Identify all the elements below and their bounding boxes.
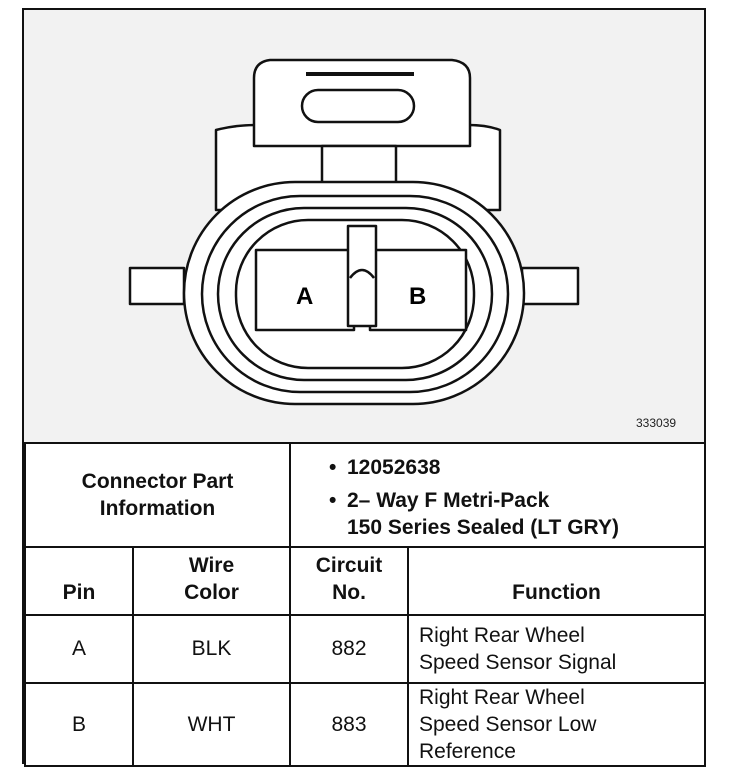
part-number-line: • 12052638 <box>329 454 704 481</box>
row-b-pin: B <box>24 682 134 767</box>
part-desc-2: 150 Series Sealed (LT GRY) <box>347 516 619 539</box>
col-header-wire-1: Wire <box>188 554 235 577</box>
connector-diagram-frame: A B 333039 Connector Part Information • … <box>22 8 707 767</box>
part-info-label: Connector Part Information <box>24 442 291 548</box>
connector-illustration: A B 333039 <box>24 10 704 442</box>
col-header-function: Function <box>406 546 707 616</box>
row-b-wire: WHT <box>132 682 291 767</box>
connector-drawing: A B <box>128 58 580 406</box>
row-a-function-2: Speed Sensor Signal <box>419 651 617 674</box>
pinout-table: Connector Part Information • 12052638 • … <box>24 442 707 767</box>
col-header-pin: Pin <box>24 546 134 616</box>
part-info-label-line1: Connector Part <box>81 470 234 493</box>
seal-ring-3 <box>234 218 476 370</box>
row-a-pin: A <box>24 614 134 684</box>
cavity-a <box>254 248 356 332</box>
column-header-row: Pin Wire Color Circuit No. Function <box>24 546 707 616</box>
seal-ring-2 <box>216 206 494 382</box>
cavity-b <box>368 248 468 332</box>
col-header-circuit-1: Circuit <box>315 554 383 577</box>
row-b-circuit: 883 <box>289 682 409 767</box>
row-b-function-3: Reference <box>419 740 516 763</box>
part-desc-line1: • 2– Way F Metri-Pack <box>329 487 704 514</box>
table-row: A BLK 882 Right Rear Wheel Speed Sensor … <box>24 614 707 684</box>
pin-label-a: A <box>296 283 313 310</box>
part-info-values: • 12052638 • 2– Way F Metri-Pack 150 Ser… <box>288 442 707 548</box>
pin-label-b: B <box>409 283 426 310</box>
part-info-row: Connector Part Information • 12052638 • … <box>24 442 707 548</box>
col-header-circuit-2: No. <box>332 581 366 604</box>
seal-ring-1 <box>200 194 510 394</box>
latch-slot <box>300 88 416 124</box>
left-mount-tab <box>128 266 186 306</box>
figure-id: 333039 <box>636 416 677 430</box>
right-mount-tab <box>520 266 580 306</box>
part-number: 12052638 <box>347 456 441 479</box>
col-header-wire: Wire Color <box>132 546 291 616</box>
bullet: • <box>329 456 337 479</box>
bullet: • <box>329 489 337 512</box>
col-header-circuit: Circuit No. <box>289 546 409 616</box>
row-a-circuit: 882 <box>289 614 409 684</box>
row-a-function: Right Rear Wheel Speed Sensor Signal <box>406 614 707 684</box>
row-b-function-2: Speed Sensor Low <box>419 713 597 736</box>
row-b-function-1: Right Rear Wheel <box>419 686 585 709</box>
col-header-wire-2: Color <box>184 581 239 604</box>
part-desc-line2: 150 Series Sealed (LT GRY) <box>329 514 704 541</box>
table-row: B WHT 883 Right Rear Wheel Speed Sensor … <box>24 682 707 767</box>
latch-stem <box>320 144 398 188</box>
part-desc-1: 2– Way F Metri-Pack <box>347 489 550 512</box>
row-a-function-1: Right Rear Wheel <box>419 624 585 647</box>
part-info-label-line2: Information <box>99 497 216 520</box>
row-a-wire: BLK <box>132 614 291 684</box>
row-b-function: Right Rear Wheel Speed Sensor Low Refere… <box>406 682 707 767</box>
